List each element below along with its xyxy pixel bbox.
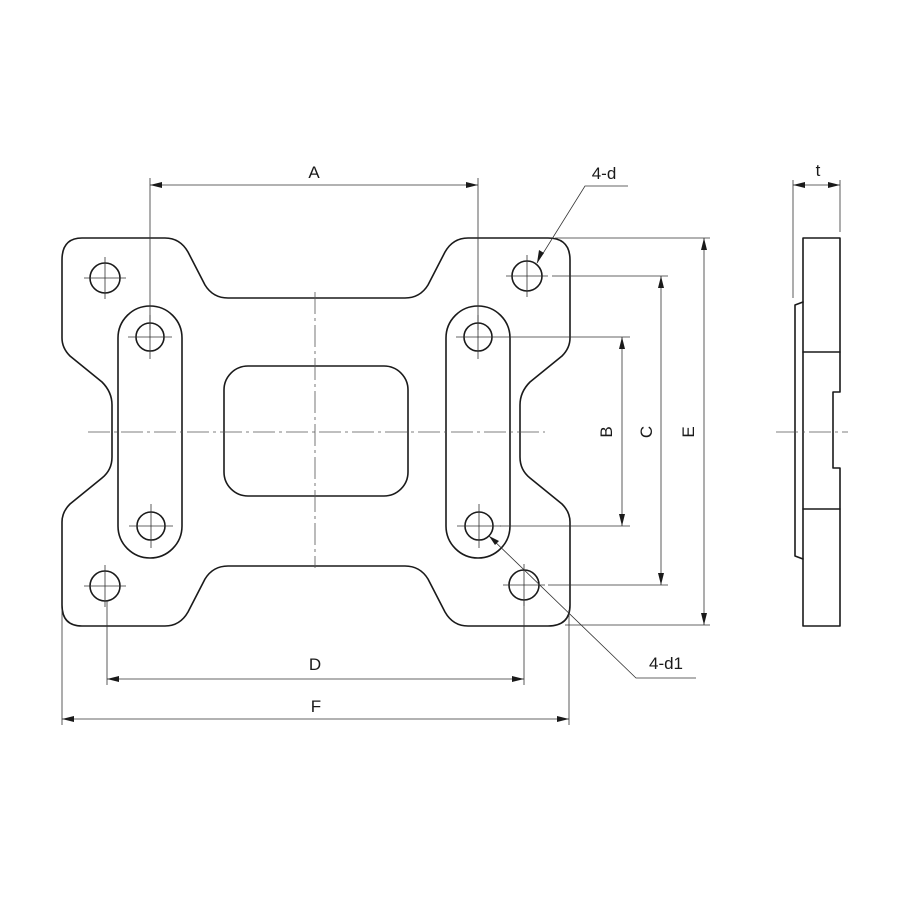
side-body [802, 237, 841, 627]
dim-label-f: F [311, 697, 321, 716]
side-view: t [776, 161, 848, 627]
dim-label-t: t [816, 161, 821, 180]
callout-4-d1: 4-d1 [649, 654, 683, 673]
dim-label-b: B [597, 426, 616, 437]
left-slot [117, 305, 183, 559]
plate-outline [61, 237, 571, 627]
side-boss [794, 301, 804, 560]
dimensions: A B C E D F 4-d 4-d1 [61, 163, 710, 725]
dim-label-e: E [679, 426, 698, 437]
callout-4-d: 4-d [592, 164, 617, 183]
dim-label-a: A [308, 163, 320, 182]
dim-label-c: C [637, 426, 656, 438]
outer-holes [84, 255, 548, 607]
front-view [61, 237, 571, 627]
inner-holes [128, 315, 501, 548]
dim-label-d: D [309, 655, 321, 674]
center-window [223, 365, 409, 497]
